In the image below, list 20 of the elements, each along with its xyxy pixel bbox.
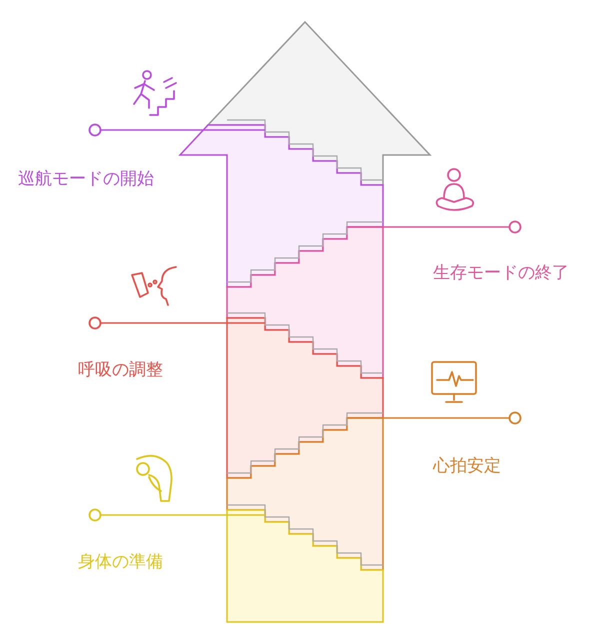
leader-line — [100, 322, 265, 324]
leader-dot — [88, 316, 102, 330]
stair-band — [178, 124, 384, 288]
step-label: 心拍安定 — [433, 455, 501, 477]
leader-dot — [508, 412, 522, 424]
stair-band — [226, 417, 384, 571]
leader-dot — [88, 508, 102, 522]
step-label: 呼吸の調整 — [78, 359, 163, 381]
step-label: 巡航モードの開始 — [18, 168, 154, 190]
leader-dot — [88, 124, 102, 136]
leader-line — [100, 129, 265, 131]
leader-line — [347, 226, 510, 228]
stair-band — [226, 317, 384, 479]
step-label: 身体の準備 — [78, 551, 163, 573]
stair-band — [226, 226, 384, 379]
leader-dot — [508, 220, 522, 234]
stair-band — [226, 509, 384, 623]
leader-line — [100, 514, 265, 516]
leader-line — [347, 417, 510, 419]
step-label: 生存モードの終了 — [433, 262, 569, 284]
